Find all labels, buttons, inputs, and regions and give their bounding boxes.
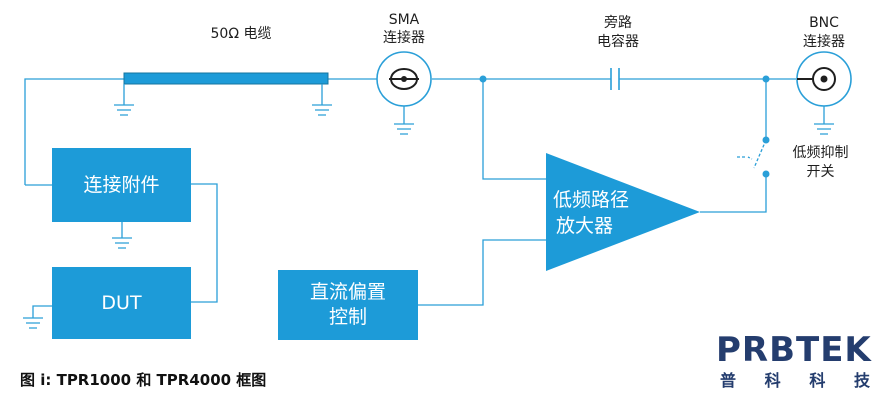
bnc-connector-icon bbox=[796, 51, 852, 107]
logo-brand: PRBTEK bbox=[716, 330, 872, 370]
ground-icon bbox=[112, 222, 132, 249]
bias-label-line1: 直流偏置 bbox=[309, 281, 386, 303]
ground-icon bbox=[814, 106, 834, 135]
dc-bias-control-block: 直流偏置 控制 bbox=[278, 270, 418, 340]
amp-label-line1: 低频路径 bbox=[553, 189, 630, 211]
sma-connector-icon bbox=[376, 51, 432, 107]
logo-subtitle: 普 科 科 技 bbox=[720, 370, 870, 392]
ground-icon bbox=[23, 305, 52, 329]
ground-icon bbox=[394, 106, 414, 135]
dut-block: DUT bbox=[52, 267, 191, 339]
figure-caption: 图 i: TPR1000 和 TPR4000 框图 bbox=[20, 371, 267, 389]
ground-icon bbox=[312, 84, 332, 116]
switch-icon bbox=[737, 139, 767, 169]
logo-char: 科 bbox=[764, 371, 781, 390]
amplifier-triangle bbox=[546, 153, 700, 271]
logo-char: 普 bbox=[720, 371, 737, 390]
logo-char: 技 bbox=[853, 371, 870, 390]
switch-label-top: 低频抑制 bbox=[792, 145, 849, 161]
logo-char: 科 bbox=[809, 371, 826, 390]
amplifier-label: 低频路径 放大器 bbox=[553, 187, 629, 239]
junction-dot bbox=[479, 75, 770, 178]
amp-label-line2: 放大器 bbox=[556, 215, 614, 237]
coax-cable bbox=[123, 72, 329, 85]
switch-label-bottom: 开关 bbox=[806, 164, 835, 180]
capacitor-icon bbox=[610, 68, 620, 90]
ground-icon bbox=[114, 84, 134, 116]
accessory-label: 连接附件 bbox=[83, 173, 160, 196]
bias-label-line2: 控制 bbox=[328, 306, 367, 328]
sma-label-bottom: 连接器 bbox=[383, 30, 425, 46]
bypass-label-bottom: 电容器 bbox=[597, 34, 639, 50]
dut-label: DUT bbox=[101, 291, 142, 314]
sma-label-top: SMA bbox=[388, 12, 420, 28]
bnc-label-top: BNC bbox=[809, 15, 839, 31]
bypass-label-top: 旁路 bbox=[604, 15, 632, 31]
bnc-label-bottom: 连接器 bbox=[803, 34, 845, 50]
cable-label: 50Ω 电缆 bbox=[210, 26, 272, 42]
connection-accessory-block: 连接附件 bbox=[52, 148, 191, 222]
